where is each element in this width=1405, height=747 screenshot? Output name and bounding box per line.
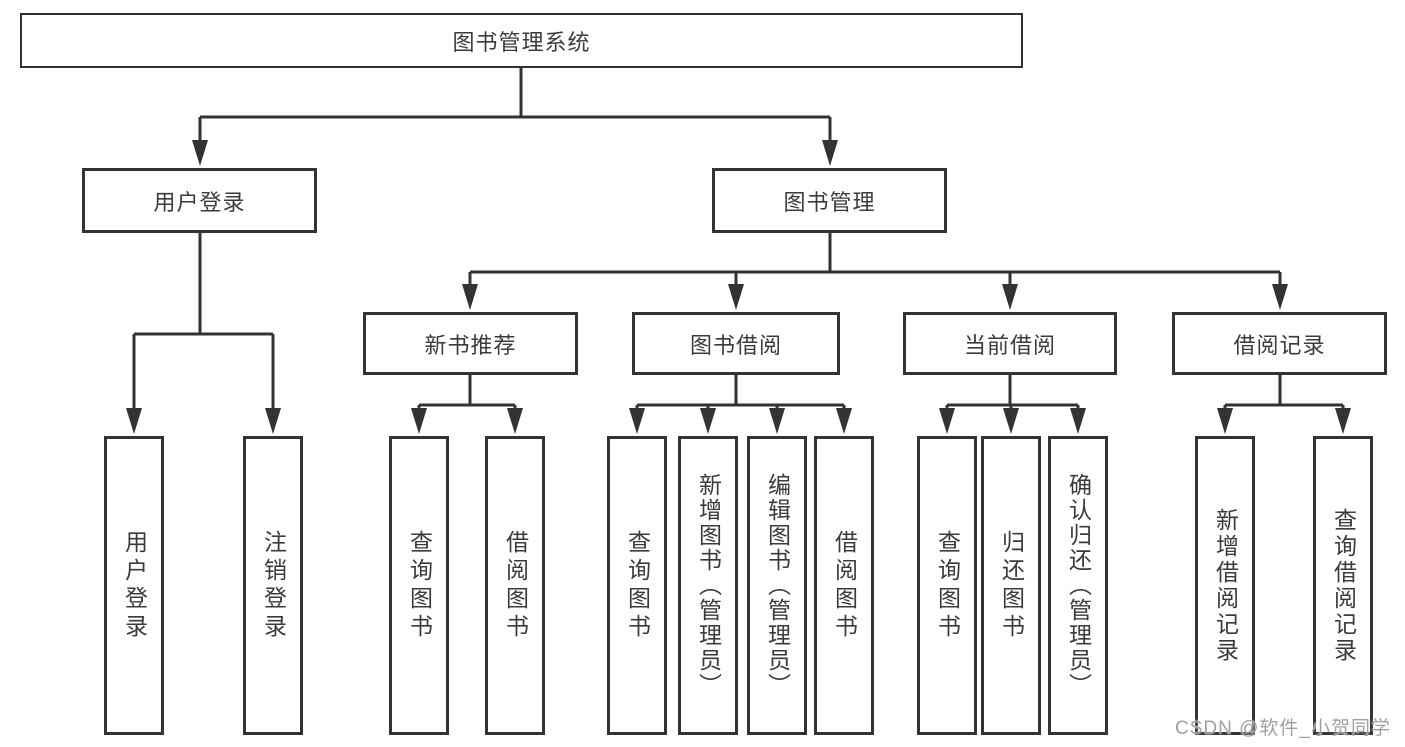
leaf-borrow-books-1: 借阅图书 [485,436,545,735]
leaf-query-borrow-record: 查询借阅记录 [1313,436,1373,735]
leaf-borrow-books-2-label: 借阅图书 [831,529,858,642]
leaf-query-books-1: 查询图书 [389,436,449,735]
leaf-add-borrow-record: 新增借阅记录 [1195,436,1255,735]
node-borrow-records: 借阅记录 [1172,312,1387,375]
node-new-book-recommend: 新书推荐 [363,312,578,375]
leaf-query-books-3-label: 查询图书 [934,529,961,642]
leaf-query-books-2-label: 查询图书 [624,529,651,642]
leaf-query-borrow-record-label: 查询借阅记录 [1330,507,1357,664]
csdn-watermark: CSDN @软件_小贺同学 [1175,718,1391,739]
node-book-borrow: 图书借阅 [632,312,840,375]
node-root: 图书管理系统 [20,13,1023,68]
leaf-user-login: 用户登录 [104,436,164,735]
leaf-query-books-1-label: 查询图书 [406,529,433,642]
leaf-add-books-admin: 新增图书（管理员） [678,436,738,735]
leaf-query-books-3: 查询图书 [917,436,977,735]
leaf-edit-books-admin: 编辑图书（管理员） [747,436,807,735]
leaf-borrow-books-2: 借阅图书 [814,436,874,735]
leaf-query-books-2: 查询图书 [607,436,667,735]
node-user-login: 用户登录 [82,168,317,233]
node-book-management: 图书管理 [712,168,947,233]
leaf-user-login-label: 用户登录 [121,529,148,642]
leaf-return-books-label: 归还图书 [998,529,1025,642]
leaf-add-borrow-record-label: 新增借阅记录 [1212,507,1239,664]
leaf-logout-label: 注销登录 [260,529,287,642]
node-current-borrow: 当前借阅 [903,312,1117,375]
leaf-borrow-books-1-label: 借阅图书 [502,529,529,642]
leaf-confirm-return-admin: 确认归还（管理员） [1048,436,1108,735]
leaf-edit-books-admin-label: 编辑图书（管理员） [764,473,791,698]
leaf-return-books: 归还图书 [981,436,1041,735]
leaf-confirm-return-admin-label: 确认归还（管理员） [1065,473,1092,698]
leaf-add-books-admin-label: 新增图书（管理员） [695,473,722,698]
leaf-logout: 注销登录 [243,436,303,735]
